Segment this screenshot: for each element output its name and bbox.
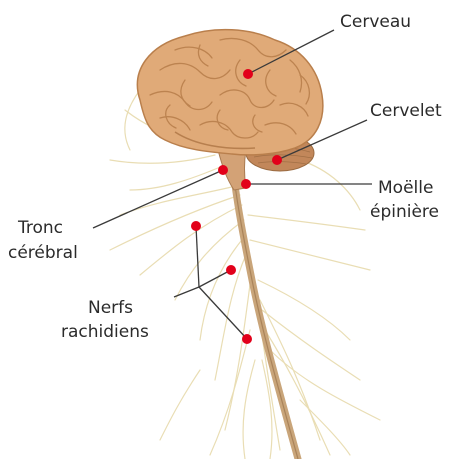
marker-moelle [241,179,251,189]
cerebrum [137,30,322,155]
leader-line-nerfs-up [196,226,199,287]
label-tronc-line2: cérébral [8,243,78,263]
leader-line-tronc [93,170,223,228]
label-cerveau: Cerveau [340,12,411,32]
label-nerfs-line2: rachidiens [61,322,149,342]
label-nerfs-line1: Nerfs [88,298,133,318]
marker-tronc [218,165,228,175]
marker-nerf-3 [242,334,252,344]
label-moelle-line2: épinière [370,202,439,222]
leader-line-nerfs-down [199,287,247,339]
marker-nerf-2 [226,265,236,275]
label-cervelet: Cervelet [370,101,442,121]
label-tronc-line1: Tronc [17,218,63,238]
marker-cervelet [272,155,282,165]
label-moelle-line1: Moëlle [378,178,433,198]
marker-nerf-1 [191,221,201,231]
marker-cerveau [243,69,253,79]
leader-line-nerfs-main [174,287,199,297]
nervous-system-illustration [110,30,380,459]
